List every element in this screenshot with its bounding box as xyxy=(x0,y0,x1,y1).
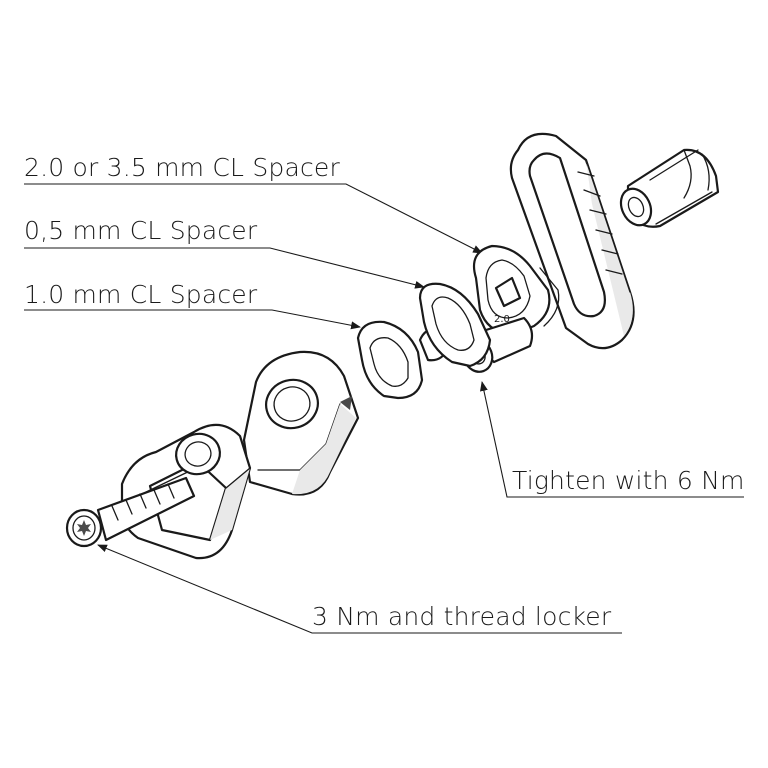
leader-spacer-0-5 xyxy=(24,247,425,289)
callout-spacer-0-5: 0,5 mm CL Spacer xyxy=(24,216,258,245)
leader-tighten xyxy=(480,381,744,498)
leader-lines xyxy=(24,183,744,634)
spacer-2-0: 2.0 xyxy=(472,244,560,336)
spacer-marking: 2.0 xyxy=(494,314,510,325)
spacer-0-5 xyxy=(418,282,492,368)
spacer-1-0 xyxy=(356,320,424,400)
callout-spacer-1-0: 1.0 mm CL Spacer xyxy=(24,280,258,309)
leader-thread-locker xyxy=(97,544,622,634)
callout-spacer-2-0: 2.0 or 3.5 mm CL Spacer xyxy=(24,153,340,182)
cleat-link xyxy=(509,132,635,350)
leader-spacer-1-0 xyxy=(24,309,361,330)
torx-screw xyxy=(65,476,196,548)
barrel-nut xyxy=(619,148,720,228)
callout-thread-locker: 3 Nm and thread locker xyxy=(312,602,612,631)
leader-spacer-2-0 xyxy=(24,183,483,254)
callout-tighten: Tighten with 6 Nm xyxy=(512,466,745,495)
rear-clamp xyxy=(242,350,360,496)
